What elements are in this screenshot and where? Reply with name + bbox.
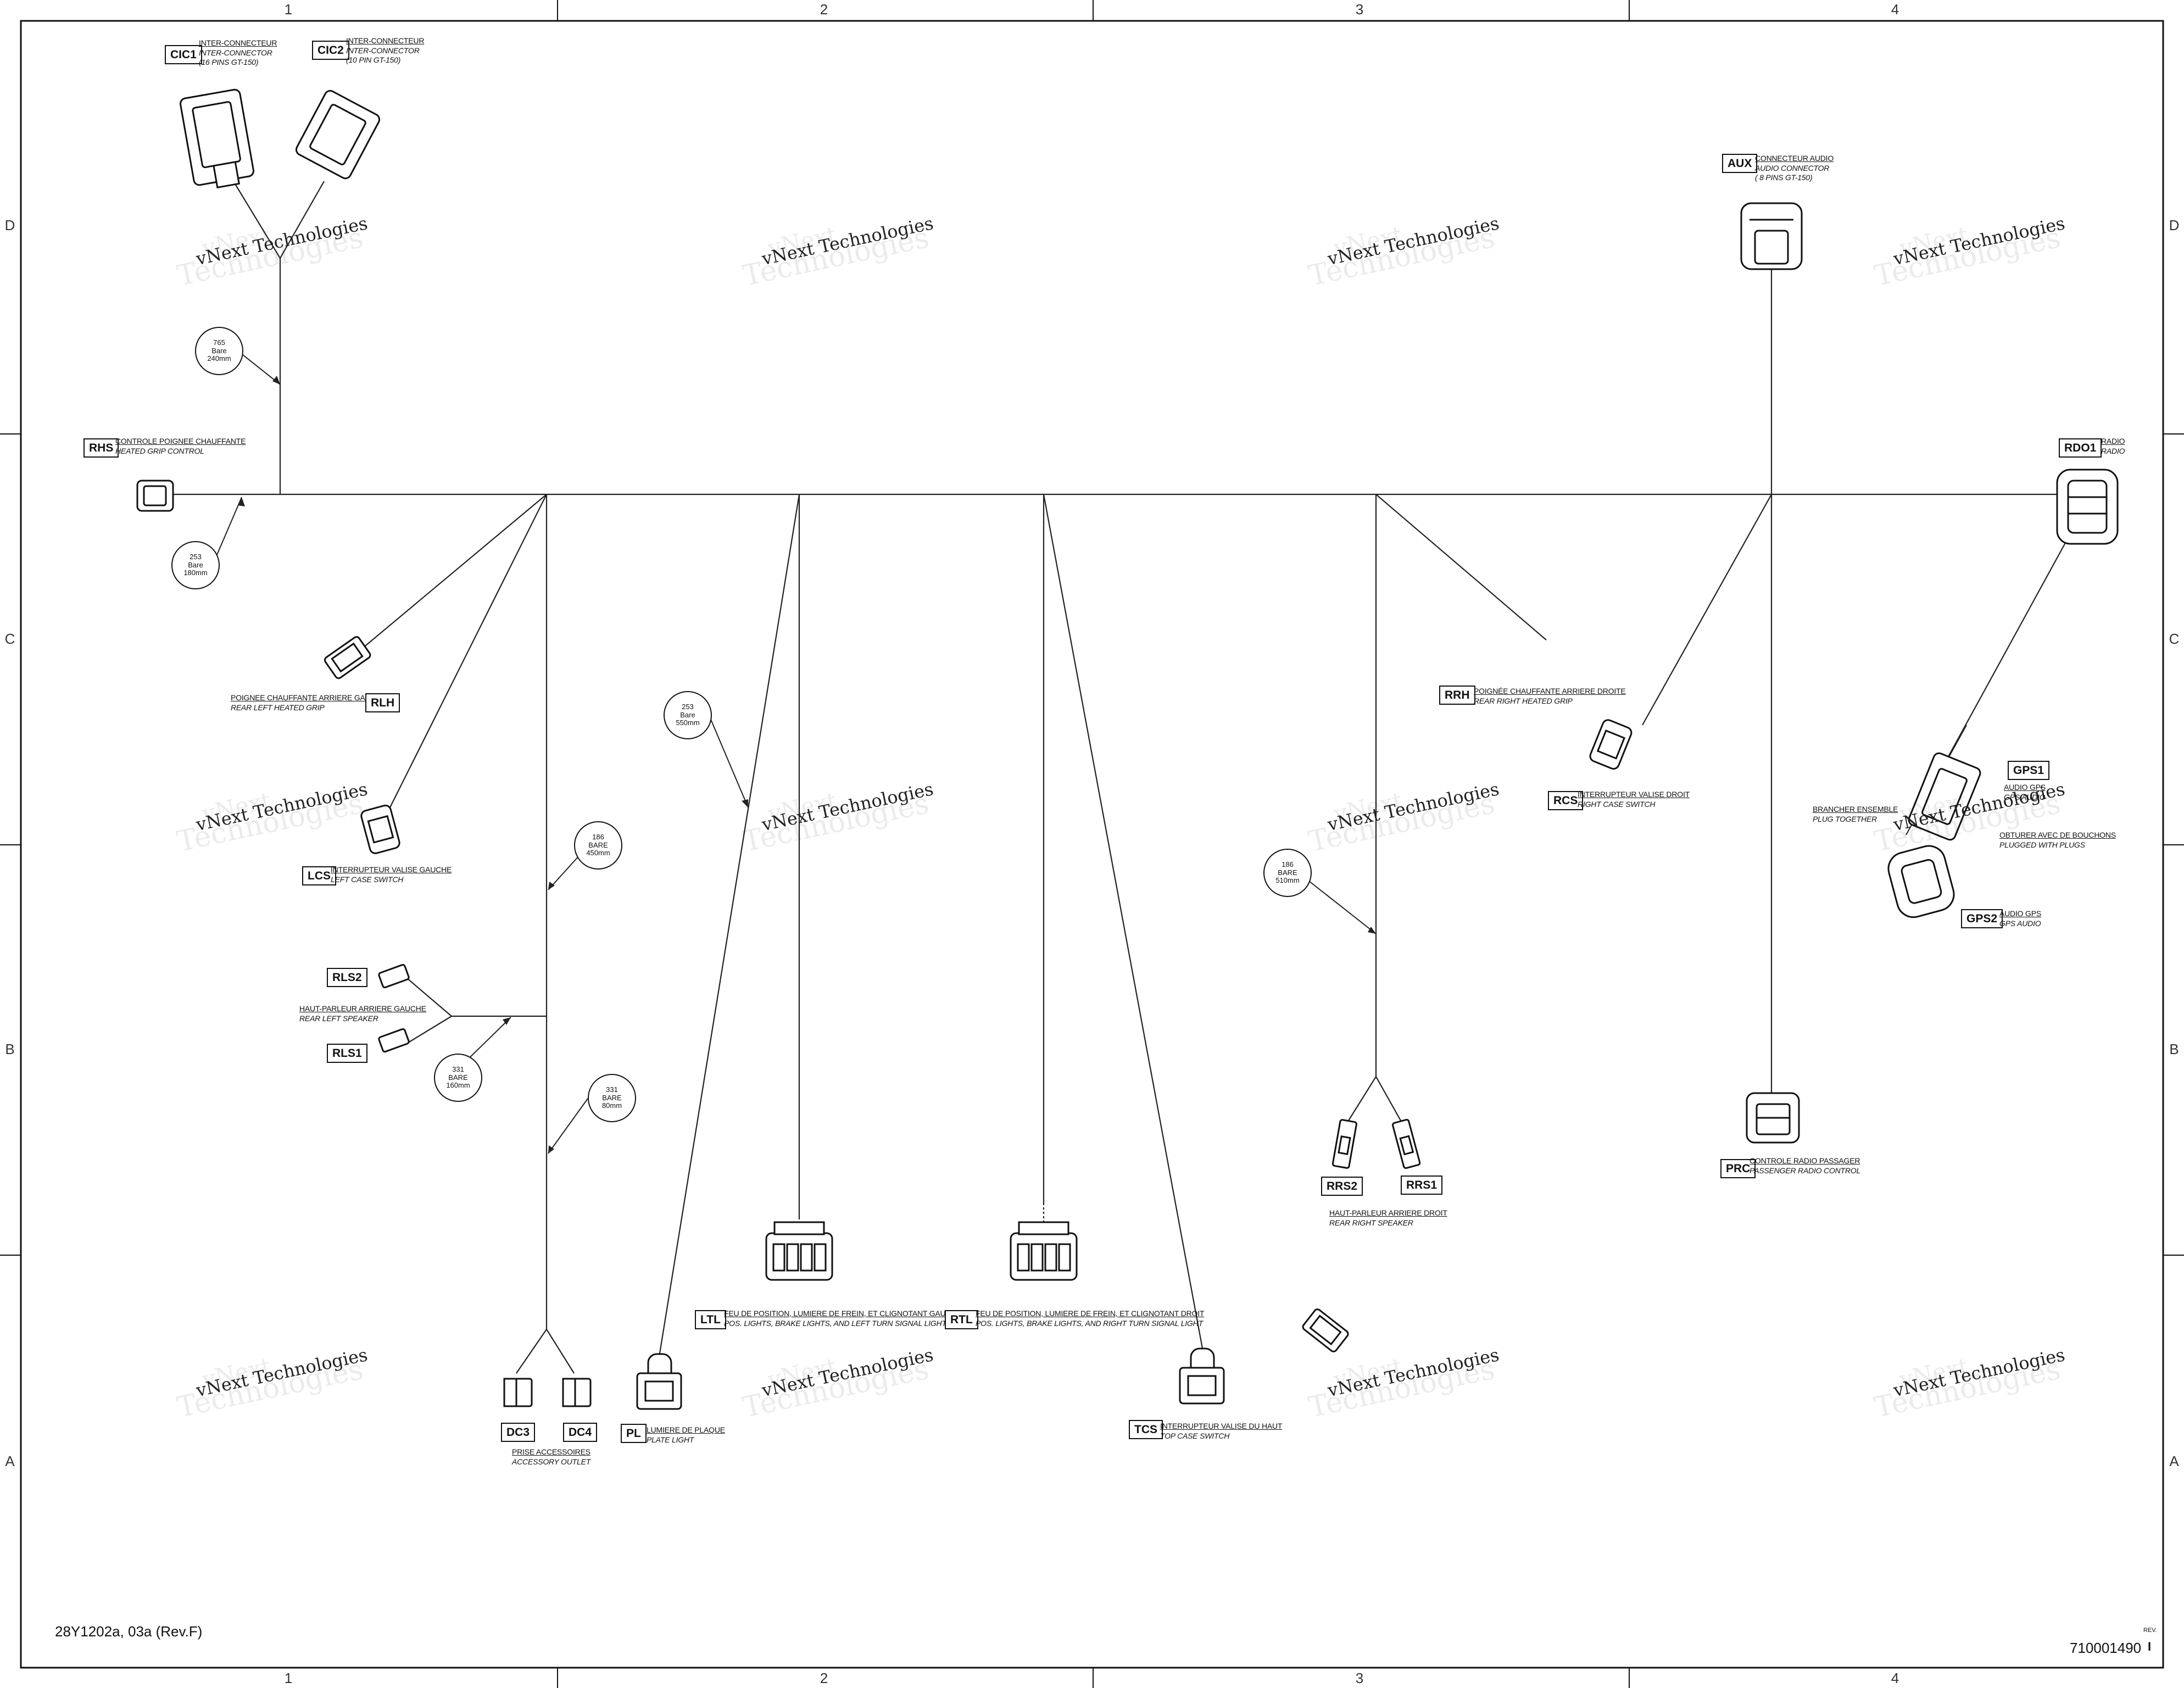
connector-tag-gps2[interactable]: GPS2: [1961, 909, 2003, 929]
connector-tag-rdo1[interactable]: RDO1: [2059, 438, 2102, 458]
connector-tag-rrh[interactable]: RRH: [1439, 686, 1475, 705]
zone-col-1-top: 1: [284, 1, 293, 18]
sheet-border: [20, 20, 2164, 1669]
zone-row-b-left: B: [5, 1041, 15, 1057]
rdo1-connector-icon: [2056, 469, 2119, 545]
revision-label: REV.: [2143, 1627, 2157, 1634]
connector-tag-rhs[interactable]: RHS: [83, 438, 119, 458]
connector-tag-pl[interactable]: PL: [621, 1424, 647, 1444]
gps1-connector-icon: [1908, 752, 1981, 841]
connector-tag-rrs1[interactable]: RRS1: [1401, 1176, 1443, 1195]
pl-connector-icon: [636, 1353, 682, 1410]
cic1-connector-icon: [180, 88, 254, 188]
cic2-connector-icon: [295, 90, 381, 180]
rcs-connector-icon: [1589, 719, 1633, 770]
gps2-connector-icon: [1887, 845, 1955, 918]
rrs2-connector-icon: [1331, 1119, 1357, 1169]
zone-col-4-top: 4: [1891, 1, 1899, 18]
rhs-connector-icon: [136, 480, 174, 512]
connector-tag-lcs[interactable]: LCS: [302, 866, 336, 886]
revision-value: I: [2148, 1640, 2152, 1653]
zone-row-d-left: D: [4, 217, 15, 233]
connector-desc-ltl: FEU DE POSITION, LUMIERE DE FREIN, ET CL…: [724, 1309, 962, 1328]
lcs-connector-icon: [360, 804, 400, 854]
connector-tag-ltl[interactable]: LTL: [695, 1310, 726, 1330]
connector-tag-rls2[interactable]: RLS2: [327, 968, 367, 988]
rrh-connector-icon: [1302, 1308, 1349, 1352]
dc3-connector-icon: [503, 1378, 533, 1407]
prc-connector-icon: [1746, 1092, 1800, 1144]
harness-wires: [173, 181, 2071, 1374]
zone-col-3-top: 3: [1355, 1, 1364, 18]
connector-tag-rrs2[interactable]: RRS2: [1321, 1177, 1363, 1196]
zone-col-2-top: 2: [820, 1, 828, 18]
zone-row-a-right: A: [2169, 1453, 2179, 1469]
connector-tag-cic2[interactable]: CIC2: [312, 41, 349, 60]
connector-tag-dc3[interactable]: DC3: [501, 1423, 536, 1442]
aux-connector-icon: [1740, 202, 1803, 270]
zone-row-c-right: C: [2169, 631, 2180, 647]
dc4-connector-icon: [562, 1378, 592, 1407]
connector-tag-rlh[interactable]: RLH: [365, 693, 400, 713]
part-number: 710001490: [2070, 1640, 2142, 1656]
ltl-connector-icon: [765, 1221, 833, 1281]
zone-col-3-bottom: 3: [1355, 1670, 1364, 1686]
zone-row-c-left: C: [4, 631, 15, 647]
zone-col-4-bottom: 4: [1891, 1670, 1899, 1686]
connector-tag-aux[interactable]: AUX: [1722, 154, 1758, 174]
arrow-heads: [238, 376, 1376, 1154]
rrs1-connector-icon: [1392, 1118, 1421, 1169]
connector-desc-rtl: FEU DE POSITION, LUMIERE DE FREIN, ET CL…: [976, 1309, 1205, 1328]
zone-row-d-right: D: [2169, 217, 2180, 233]
zone-row-b-right: B: [2169, 1041, 2179, 1057]
rlh-connector-icon: [324, 636, 371, 679]
connector-tag-rls1[interactable]: RLS1: [327, 1044, 367, 1063]
connector-tag-prc[interactable]: PRC: [1720, 1159, 1756, 1179]
rls2-connector-icon: [378, 963, 410, 989]
connector-tag-rtl[interactable]: RTL: [945, 1310, 978, 1330]
connector-tag-rcs[interactable]: RCS: [1548, 791, 1584, 811]
rtl-connector-icon: [1010, 1221, 1078, 1281]
zone-row-a-left: A: [5, 1453, 15, 1469]
connector-tag-dc4[interactable]: DC4: [563, 1423, 598, 1442]
rls1-connector-icon: [378, 1028, 410, 1053]
zone-col-2-bottom: 2: [820, 1670, 828, 1686]
connector-tag-gps1[interactable]: GPS1: [2008, 761, 2050, 781]
connector-tag-cic1[interactable]: CIC1: [165, 45, 202, 65]
connector-shapes: [136, 88, 2119, 1410]
tcs-connector-icon: [1179, 1347, 1225, 1405]
zone-col-1-bottom: 1: [284, 1670, 293, 1686]
drawing-reference: 28Y1202a, 03a (Rev.F): [55, 1623, 203, 1640]
connector-tag-tcs[interactable]: TCS: [1129, 1420, 1163, 1440]
